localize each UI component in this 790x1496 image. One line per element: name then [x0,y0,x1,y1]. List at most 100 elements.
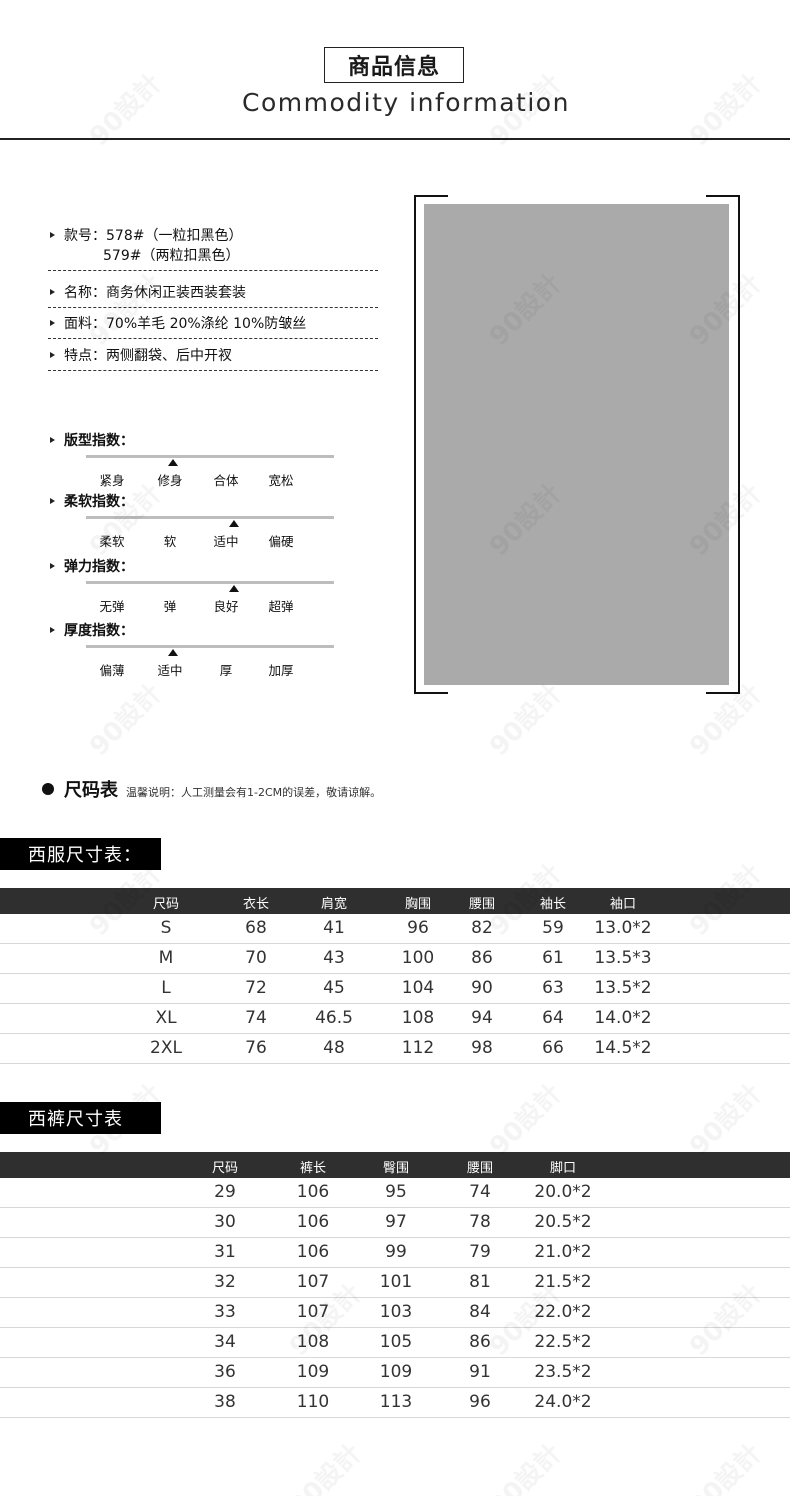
table-cell: 84 [469,1302,491,1322]
frame-bracket-right [706,195,740,694]
watermark: 90設計 [480,1434,569,1496]
column-header: 尺码 [211,1161,239,1176]
table-cell: 34 [214,1332,236,1352]
table-cell: 81 [469,1272,491,1292]
index-option: 宽松 [268,473,294,488]
attr-name: 名称：商务休闲正装西装套装 [48,282,378,308]
table-cell: S [160,918,172,938]
column-header: 袖长 [539,897,567,912]
bullet-triangle-icon [50,437,55,443]
table-cell: 41 [323,918,345,938]
index-scale-bar [86,516,334,519]
table-cell: 30 [214,1212,236,1232]
table-cell: 108 [401,1008,435,1028]
bullet-triangle-icon [50,627,55,633]
index-option: 适中 [213,534,239,549]
table-cell: 21.5*2 [534,1272,592,1292]
size-chart-title: 尺码表 [64,780,118,801]
bullet-triangle-icon [50,232,55,238]
watermark: 90設計 [80,264,169,353]
table-cell: 33 [214,1302,236,1322]
table-cell: 86 [469,1332,491,1352]
table-cell: 99 [385,1242,407,1262]
index-option: 合体 [213,473,239,488]
table-cell: 94 [471,1008,493,1028]
attr-label: 名称： [64,285,106,301]
table-cell: 46.5 [315,1008,353,1028]
bullet-triangle-icon [50,498,55,504]
index-label: 版型指数： [48,430,134,450]
table-cell: 31 [214,1242,236,1262]
table-cell: 76 [245,1038,267,1058]
table-cell: 43 [323,948,345,968]
column-header: 脚口 [549,1161,577,1176]
table-cell: 103 [379,1302,413,1322]
index-option: 偏薄 [99,663,125,678]
table-cell: 74 [469,1182,491,1202]
index-option: 紧身 [99,473,125,488]
index-option: 适中 [157,663,183,678]
table-cell: 106 [296,1212,330,1232]
watermark: 90設計 [680,1434,769,1496]
table-cell: 45 [323,978,345,998]
table-cell: 95 [385,1182,407,1202]
size-chart-heading: 尺码表 温馨说明：人工测量会有1-2CM的误差，敬请谅解。 [42,776,381,802]
table-cell: 112 [401,1038,435,1058]
table-cell: L [161,978,171,998]
table-cell: XL [155,1008,177,1028]
table-cell: 59 [542,918,564,938]
table-header: 尺码裤长臀围腰围脚口 [0,1152,790,1178]
index-option: 修身 [157,473,183,488]
table-cell: 38 [214,1392,236,1412]
table-cell: 90 [471,978,493,998]
bullet-triangle-icon [50,352,55,358]
table-cell: 22.5*2 [534,1332,592,1352]
column-header: 腰围 [466,1161,494,1176]
table-cell: 14.0*2 [594,1008,652,1028]
table-cell: 13.5*2 [594,978,652,998]
attr-style-number: 款号：578#（一粒扣黑色） 579#（两粒扣黑色） [48,225,378,271]
page-title-en: Commodity information [242,88,570,117]
table-cell: 64 [542,1008,564,1028]
table-cell: 106 [296,1242,330,1262]
attr-value: 商务休闲正装西装套装 [106,285,246,301]
column-header: 肩宽 [320,897,348,912]
table-cell: 48 [323,1038,345,1058]
index-option: 弹 [163,599,177,614]
index-label-text: 版型指数： [64,433,134,449]
index-option: 超弹 [268,599,294,614]
index-option: 软 [163,534,177,549]
bullet-dot-icon [42,783,54,795]
column-header: 袖口 [609,897,637,912]
table-cell: 63 [542,978,564,998]
index-option: 无弹 [99,599,125,614]
attr-value: 578#（一粒扣黑色） [106,228,243,244]
attr-value: 70%羊毛 20%涤纶 10%防皱丝 [106,316,307,332]
table-cell: 20.5*2 [534,1212,592,1232]
attr-value: 两侧翻袋、后中开衩 [106,348,232,364]
index-label: 厚度指数： [48,620,134,640]
table-cell: 78 [469,1212,491,1232]
column-header: 臀围 [382,1161,410,1176]
header-divider [0,138,790,140]
table-cell: 13.0*2 [594,918,652,938]
bullet-triangle-icon [50,320,55,326]
pants-table-tag: 西裤尺寸表 [0,1102,161,1134]
table-cell: 68 [245,918,267,938]
column-header: 尺码 [152,897,180,912]
table-cell: 14.5*2 [594,1038,652,1058]
watermark: 90設計 [280,1434,369,1496]
index-marker-triangle-icon [229,585,239,592]
table-cell: 24.0*2 [534,1392,592,1412]
table-cell: 91 [469,1362,491,1382]
table-cell: 107 [296,1302,330,1322]
table-cell: 72 [245,978,267,998]
table-cell: 74 [245,1008,267,1028]
